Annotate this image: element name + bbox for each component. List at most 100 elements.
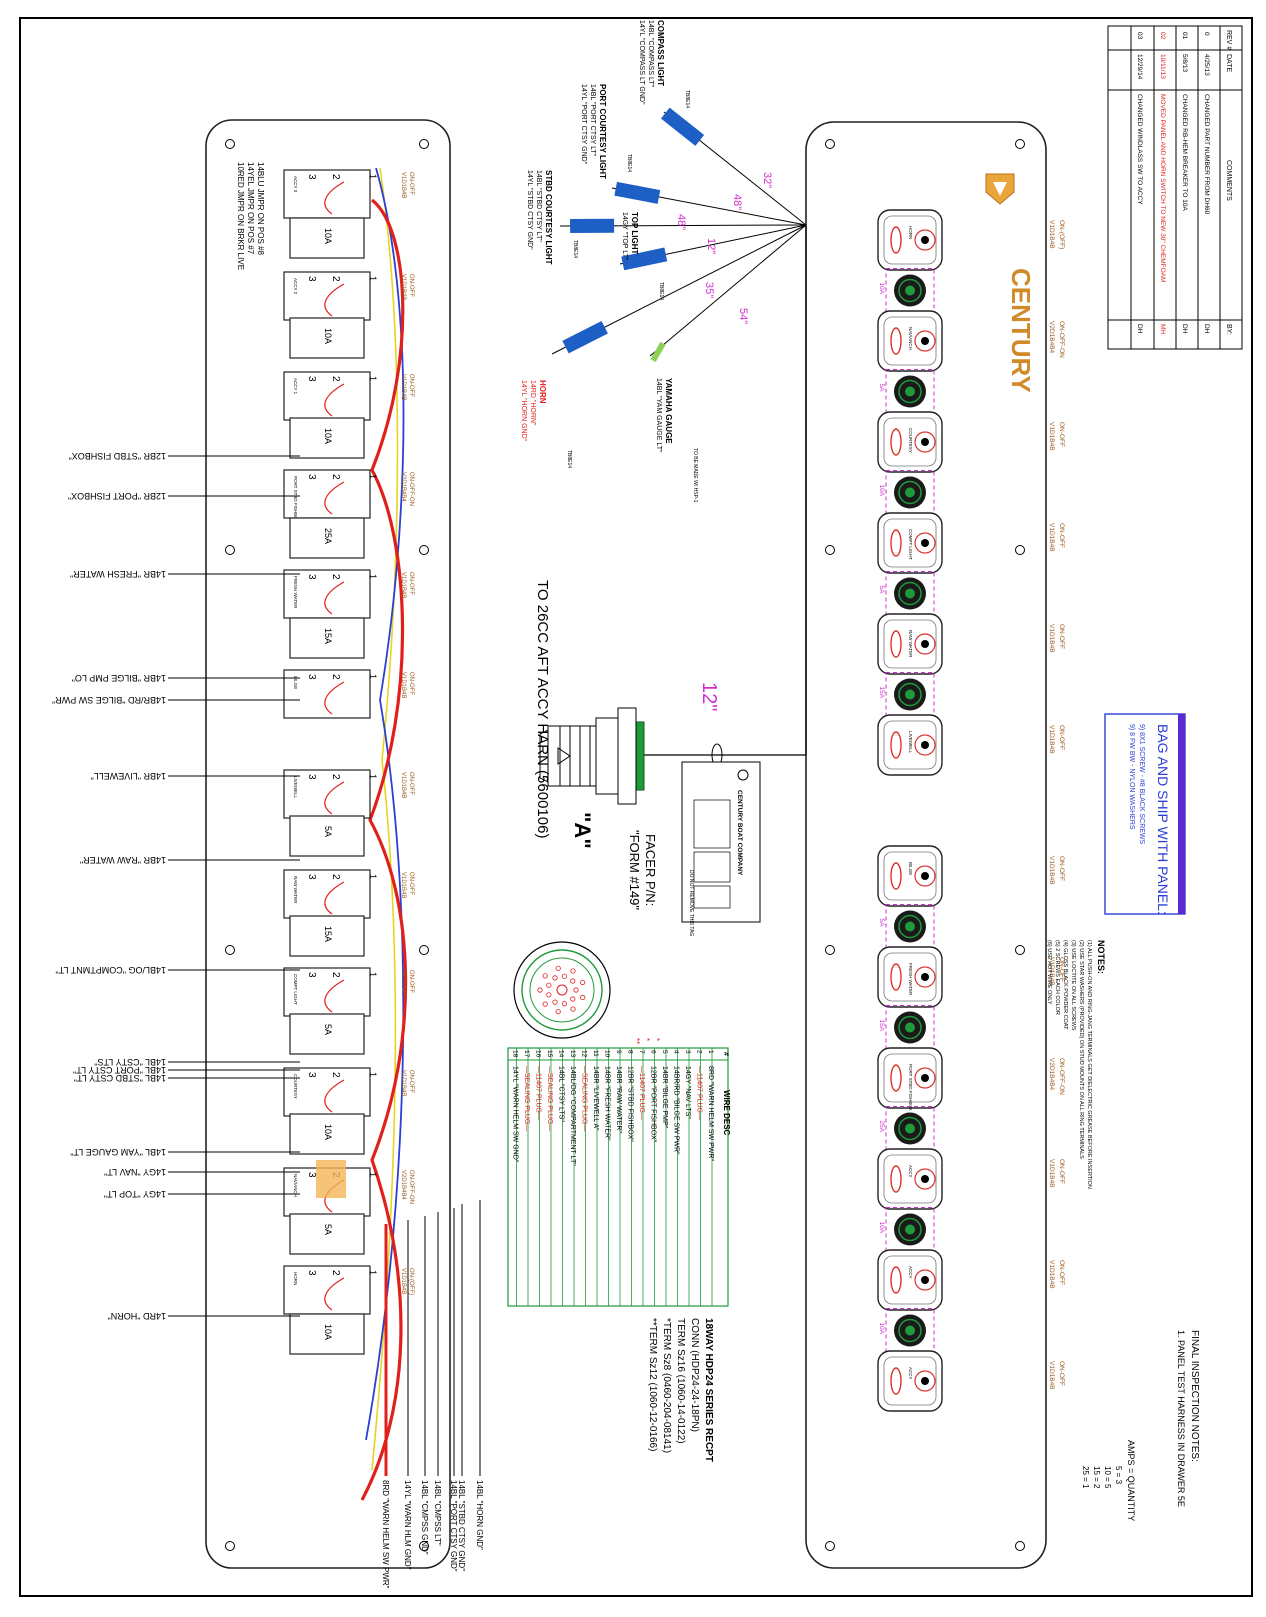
switch-part-number: V1D1B4B bbox=[1048, 856, 1055, 885]
connector-letter: "A" bbox=[570, 812, 595, 849]
rocker-switch-body bbox=[877, 946, 943, 1008]
pin-number: 2 bbox=[696, 1050, 703, 1054]
breaker-back-body bbox=[289, 217, 365, 259]
terminal-2: 2 bbox=[330, 1270, 341, 1276]
left-wire-lead: 14BR "FRESH WATER" bbox=[70, 569, 300, 579]
pin-wire-desc: 14BL/OG "COMPARTMENT LT" bbox=[569, 1066, 576, 1166]
rocker-switch-body bbox=[877, 411, 943, 473]
rocker-switch-body bbox=[877, 310, 943, 372]
pin-wire-desc: —11407 PLUG— bbox=[696, 1066, 703, 1120]
breaker-back-rating: 15A bbox=[323, 926, 333, 942]
left-wire-label: 12BR "STBD FISHBOX" bbox=[69, 451, 166, 461]
amps-entry: 10 = 5 bbox=[1103, 1466, 1112, 1489]
pin-table-header-num: # bbox=[722, 1052, 729, 1056]
switch-symbol-dot bbox=[921, 1074, 929, 1082]
branch-tag: TO BE MADE W/ HSP-1 bbox=[692, 448, 698, 503]
revision-comment: CHANGED WINDLASS SW TO ACCY bbox=[1136, 94, 1143, 205]
revision-header: DATE bbox=[1225, 54, 1232, 72]
pin-number: 11 bbox=[592, 1050, 599, 1057]
switch-symbol-dot bbox=[921, 337, 929, 345]
switch-back-type: ON-OFF bbox=[408, 672, 414, 695]
pin-number: 10 bbox=[604, 1050, 611, 1058]
terminal-2: 2 bbox=[330, 874, 341, 880]
revision-date: 4/25/13 bbox=[1203, 54, 1210, 76]
switch-part-number: V1D1B4B bbox=[1048, 1361, 1055, 1390]
revision-header: REV # bbox=[1225, 30, 1232, 50]
pin-socket-icon bbox=[570, 1006, 576, 1012]
left-wire-label: 14GY "TOP LT" bbox=[104, 1189, 166, 1199]
left-wire-label: 14BR "FRESH WATER" bbox=[70, 569, 166, 579]
terminal-1: 1 bbox=[368, 674, 378, 679]
breaker-back-body bbox=[289, 317, 365, 359]
rocker-switch-inner bbox=[883, 1154, 937, 1204]
left-wire-label: 14BR "BILGE PMP LO" bbox=[72, 673, 166, 683]
rocker-indicator-icon bbox=[890, 529, 902, 557]
note-item: (3) USE LOCTITE ON ALL SCREWS bbox=[1070, 940, 1076, 1031]
breaker-center-icon bbox=[905, 1224, 915, 1235]
switch-back-type: ON-OFF-ON bbox=[408, 472, 414, 506]
pin-number: 9 bbox=[615, 1050, 622, 1054]
branch-wire bbox=[649, 224, 807, 357]
bottom-wire-label: 14BL "CMPSS LT" bbox=[433, 1480, 442, 1546]
switch-part-number: V1D1B4B bbox=[1048, 624, 1055, 653]
bottom-wire-lead: 14BL "CMPSS LT" bbox=[433, 1212, 442, 1546]
rocker-switch-inner bbox=[883, 619, 937, 669]
pin-socket-icon bbox=[542, 1001, 548, 1007]
pin-number: 12 bbox=[581, 1050, 588, 1058]
terminal-1: 1 bbox=[368, 874, 378, 879]
pin-number: 6 bbox=[650, 1050, 657, 1054]
left-wire-lead: 14BL "CSTY LTS" bbox=[94, 1057, 300, 1067]
breaker-rating: 5A bbox=[878, 384, 885, 393]
breaker-back-body bbox=[289, 617, 365, 659]
terminal-3: 3 bbox=[306, 1270, 317, 1276]
breaker-center-icon bbox=[905, 285, 915, 296]
breaker-back-rating: 5A bbox=[323, 826, 333, 837]
breaker-center-icon bbox=[905, 588, 915, 599]
switch-back-type: ON-OFF bbox=[408, 572, 414, 595]
switch-back-part: V1D1B4B bbox=[400, 274, 406, 300]
rocker-switch-body bbox=[877, 1148, 943, 1210]
internal-jumper bbox=[324, 283, 345, 317]
terminal-3: 3 bbox=[306, 276, 317, 282]
switch-back-label: RAW WATER bbox=[293, 876, 298, 904]
left-wire-label: 14BR "LIVEWELL" bbox=[91, 771, 166, 781]
left-wire-lead: 14GY "NAV LT" bbox=[104, 1167, 300, 1177]
switch-back-part: V1D1B4B bbox=[400, 772, 406, 798]
tag-card: CENTURY BOAT COMPANY DO NOT REMOVE THIS … bbox=[681, 761, 761, 936]
pin-wire-desc: 8RD "WARN HELM SW PWR" bbox=[707, 1066, 714, 1161]
switch-back-part: V1D1B4B bbox=[400, 672, 406, 698]
switch-back-type: ON-OFF bbox=[408, 274, 414, 297]
pin-socket-icon bbox=[570, 996, 576, 1002]
jumper-note: 14BLU JMPR ON POS #8 bbox=[256, 162, 265, 255]
switch-symbol-dot bbox=[921, 438, 929, 446]
rocker-indicator-icon bbox=[890, 963, 902, 991]
rocker-switch-inner bbox=[883, 1255, 937, 1305]
terminal-2: 2 bbox=[330, 474, 341, 480]
switch-part-number: V1D1B4B bbox=[1048, 1260, 1055, 1289]
terminal-2: 2 bbox=[330, 376, 341, 382]
pin-spec-term-12: **TERM Sz12 (1060-12-0166) bbox=[647, 1318, 658, 1451]
switch-back-type: ON-(OFF) bbox=[408, 1268, 414, 1295]
jumper-note: 14YEL JMPR ON POS #7 bbox=[246, 162, 255, 255]
pin-wire-desc: 12BR "STBD FISHBOX" bbox=[627, 1066, 634, 1142]
terminal-1: 1 bbox=[368, 1172, 378, 1177]
jumper-note: 10RED JMPR ON BRKR LIVE bbox=[236, 162, 245, 270]
breaker-center-icon bbox=[905, 921, 915, 932]
breaker-ring-icon bbox=[898, 914, 922, 939]
branch-wire-1: 14BL "COMPASS LT" bbox=[647, 20, 654, 88]
breaker-rating: 15A bbox=[878, 1020, 885, 1032]
pin-number: 1 bbox=[707, 1050, 714, 1054]
switch-label: ACCY bbox=[908, 1367, 913, 1380]
revision-comment: CHANGED PART NUMBER FROM DH60 bbox=[1203, 94, 1210, 215]
breaker-back-rating: 10A bbox=[323, 1324, 333, 1340]
rocker-switch-body bbox=[877, 613, 943, 675]
revision-rev: 02 bbox=[1159, 32, 1166, 40]
bottom-wire-leads: 14BL "HORN GND"14BL "STBD CTSY GND"14BL … bbox=[381, 1200, 484, 1589]
pin-table-header-desc: WIRE DESC bbox=[722, 1090, 731, 1136]
branch-wire-1: 14GY "TOP LT" bbox=[621, 212, 628, 261]
